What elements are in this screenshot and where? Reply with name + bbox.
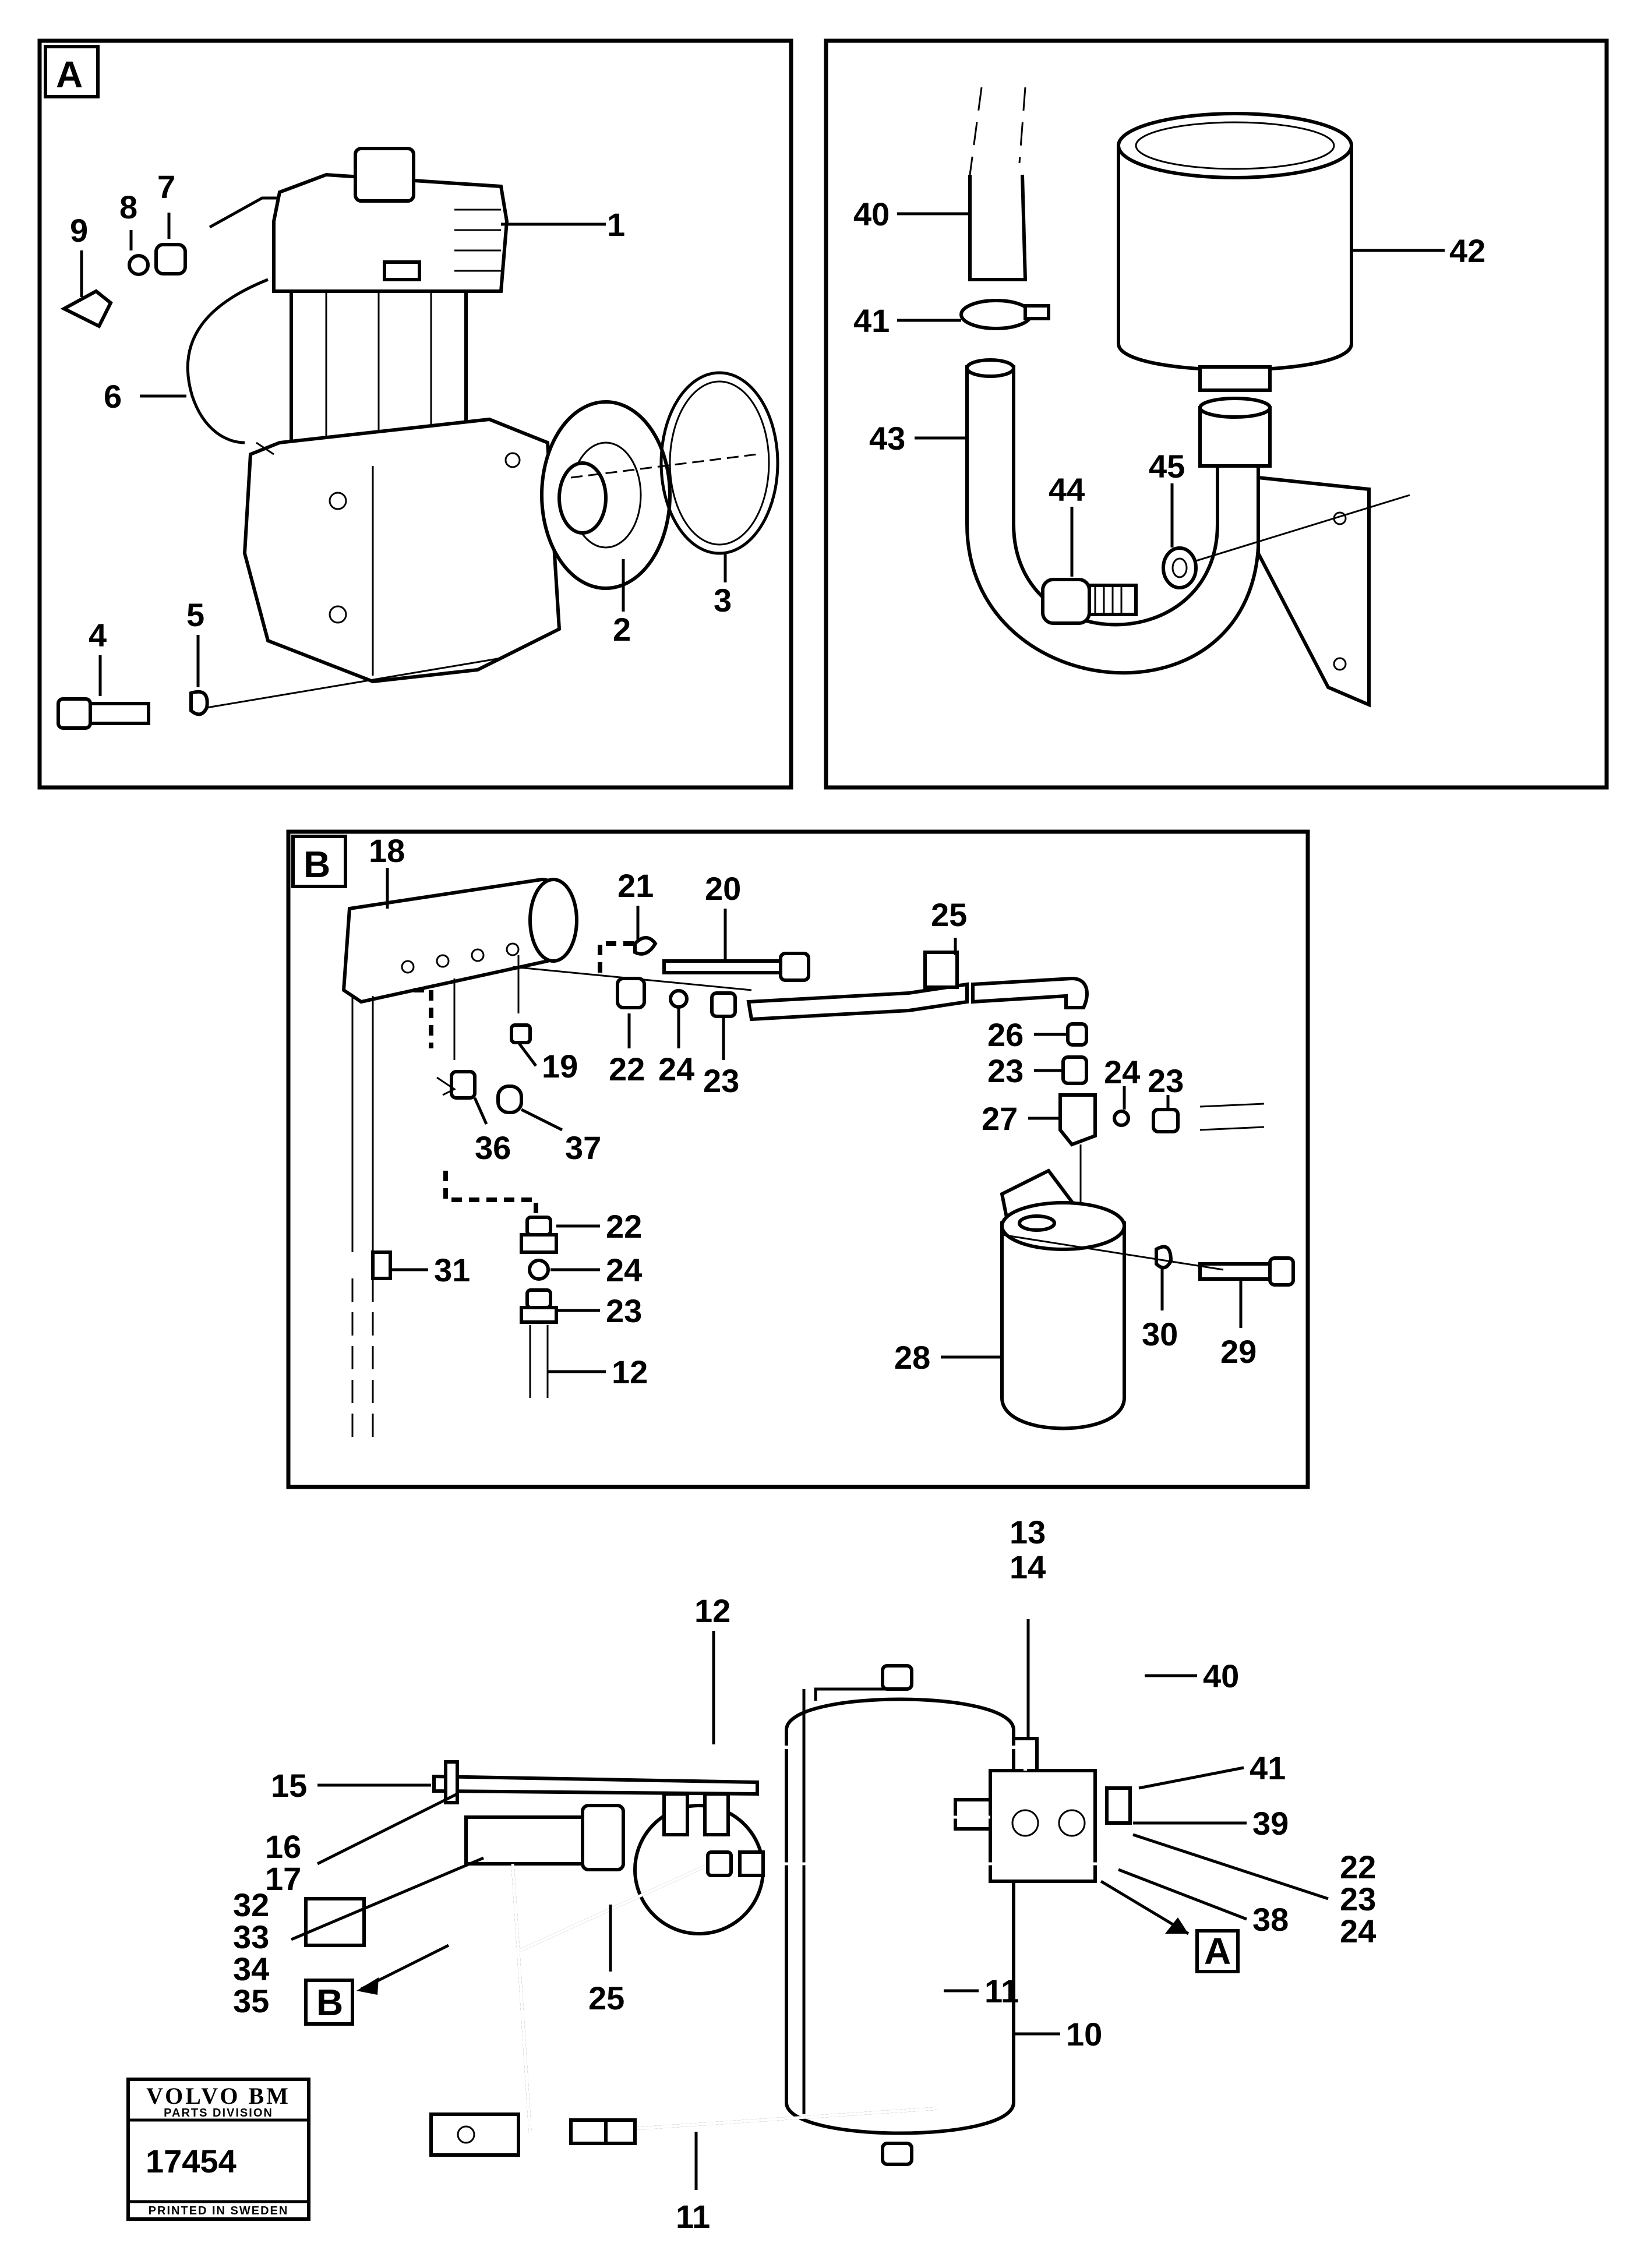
- callout-23-b1: 23: [987, 1052, 1024, 1089]
- callout-43: 43: [869, 420, 905, 457]
- callout-23-b3: 23: [703, 1062, 739, 1099]
- air-filter-part: [1117, 112, 1353, 392]
- volvo-bm-stamp: VOLVO BM PARTS DIVISION 17454 PRINTED IN…: [126, 2078, 310, 2221]
- callout-11-right: 11: [984, 1973, 1019, 2009]
- callout-15: 15: [271, 1767, 307, 1804]
- callout-36: 36: [475, 1129, 511, 1166]
- callout-12-b: 12: [612, 1354, 648, 1390]
- callout-41-bottom: 41: [1250, 1750, 1286, 1786]
- callout-1: 1: [607, 206, 625, 243]
- callout-22-b2: 22: [606, 1208, 642, 1245]
- logo-printed: PRINTED IN SWEDEN: [149, 2205, 289, 2217]
- callout-8: 8: [119, 189, 137, 225]
- compressor-drawing: [57, 147, 779, 730]
- callout-41-top: 41: [853, 302, 890, 339]
- callout-40-top: 40: [853, 196, 890, 232]
- callout-26: 26: [987, 1016, 1024, 1053]
- logo-brand: VOLVO BM: [146, 2083, 291, 2109]
- callout-7: 7: [157, 168, 175, 205]
- callout-12-bottom: 12: [694, 1592, 730, 1629]
- callout-39: 39: [1252, 1805, 1289, 1842]
- callout-30: 30: [1142, 1316, 1178, 1352]
- callout-33: 33: [233, 1919, 269, 1955]
- gear-part: [540, 400, 672, 590]
- panel-b-label: B: [303, 843, 330, 885]
- ref-a-label: A: [1204, 1930, 1231, 1972]
- callout-4: 4: [89, 617, 107, 653]
- callout-11-bottom: 11: [676, 2198, 710, 2235]
- callout-5: 5: [186, 596, 204, 633]
- callout-37: 37: [565, 1129, 601, 1166]
- callout-23-bottom: 23: [1340, 1881, 1376, 1917]
- callout-42: 42: [1449, 232, 1485, 269]
- callout-44: 44: [1049, 471, 1085, 508]
- callout-24-bottom: 24: [1340, 1913, 1376, 1949]
- callout-6: 6: [104, 378, 122, 415]
- callout-45: 45: [1149, 448, 1185, 485]
- callout-10: 10: [1066, 2016, 1102, 2052]
- callout-16: 16: [265, 1828, 301, 1865]
- callout-40-bottom: 40: [1203, 1658, 1239, 1694]
- callout-38: 38: [1252, 1901, 1289, 1938]
- callout-35: 35: [233, 1983, 269, 2019]
- callout-2: 2: [613, 611, 631, 648]
- panel-a: A: [37, 38, 793, 790]
- callout-25-bottom: 25: [588, 1980, 624, 2016]
- callout-17: 17: [265, 1860, 301, 1897]
- callout-18: 18: [369, 832, 405, 869]
- tank-assembly: 13 14 12 40 41 39 22 23 24 38 15 16 17 3…: [233, 1514, 1376, 2235]
- callout-28: 28: [894, 1339, 930, 1376]
- callout-13: 13: [1010, 1514, 1046, 1550]
- logo-division: PARTS DIVISION: [164, 2107, 273, 2119]
- callout-23-b4: 23: [606, 1292, 642, 1329]
- callout-20: 20: [705, 870, 741, 907]
- callout-31: 31: [434, 1252, 470, 1288]
- callout-24-b3: 24: [606, 1252, 642, 1288]
- callout-24-b2: 24: [658, 1051, 694, 1087]
- callout-23-b2: 23: [1148, 1062, 1184, 1099]
- callout-19: 19: [542, 1048, 578, 1084]
- ref-b-label: B: [316, 1981, 343, 2023]
- callout-24-b1: 24: [1104, 1054, 1140, 1090]
- logo-number: 17454: [146, 2143, 237, 2179]
- callout-21: 21: [617, 867, 654, 904]
- callout-22-b1: 22: [609, 1051, 645, 1087]
- panel-a-label: A: [56, 54, 83, 96]
- callout-3: 3: [714, 582, 732, 619]
- callout-29: 29: [1220, 1333, 1257, 1370]
- callout-32: 32: [233, 1887, 269, 1923]
- callout-22-bottom: 22: [1340, 1849, 1376, 1885]
- callout-25-b: 25: [931, 896, 967, 933]
- callout-9: 9: [70, 212, 88, 249]
- callout-14: 14: [1010, 1549, 1046, 1585]
- callout-34: 34: [233, 1951, 269, 1987]
- panel-b: B: [286, 829, 1310, 1489]
- callout-27: 27: [982, 1100, 1018, 1137]
- panel-filter: 40 41 42 43 44 45: [824, 38, 1609, 790]
